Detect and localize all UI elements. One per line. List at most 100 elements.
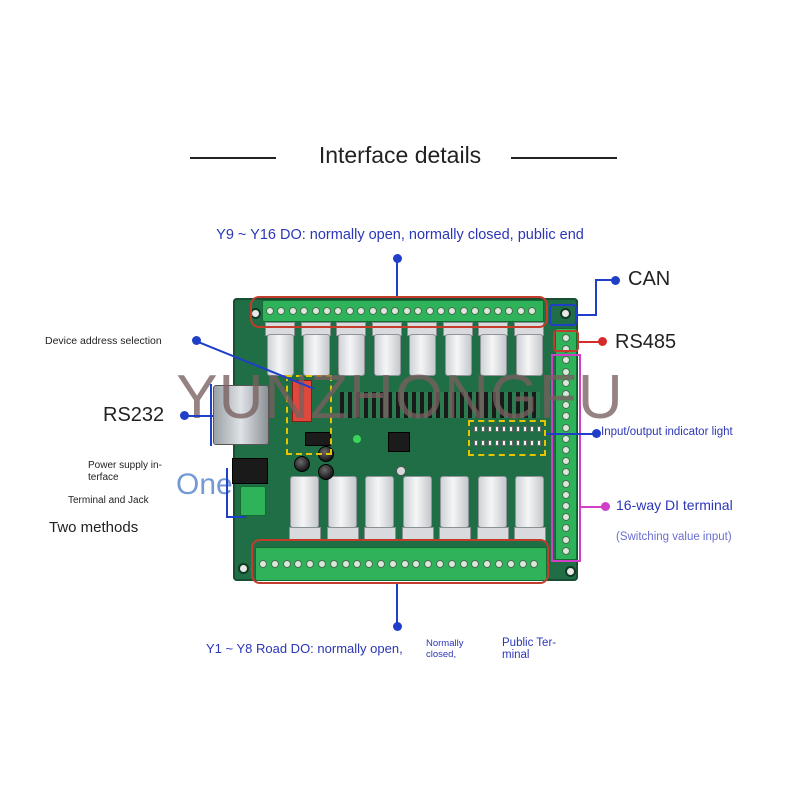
io-indicator-highlight (468, 420, 546, 456)
terminal-screw (341, 560, 350, 568)
terminal-screw (357, 307, 366, 315)
indicator-led (488, 440, 492, 446)
indicator-led (495, 440, 499, 446)
terminal-screw (334, 307, 343, 315)
terminal-screw (562, 535, 570, 544)
indicator-led (516, 440, 520, 446)
terminal-screw (562, 412, 570, 421)
terminal-screw (377, 560, 385, 568)
relay (477, 476, 507, 528)
terminal-screw (318, 560, 326, 568)
terminal-screw (516, 307, 525, 315)
relay (338, 334, 365, 376)
label-device-address: Device address selection (45, 335, 162, 347)
indicator-led (502, 440, 506, 446)
terminal-screw (365, 560, 374, 568)
indicator-led (474, 440, 478, 446)
power-terminal (240, 486, 266, 516)
terminal-screw (518, 560, 527, 568)
terminal-screw (380, 307, 388, 315)
terminal-screw (562, 513, 570, 522)
indicator-led (530, 440, 534, 446)
indicator-led (481, 426, 485, 432)
indicator-led (523, 426, 527, 432)
terminal-screw (562, 546, 570, 555)
terminal-screw (391, 307, 400, 315)
mcu-chip (388, 432, 410, 452)
can-line-h2 (595, 279, 615, 281)
terminal-screw (562, 468, 570, 477)
relay (480, 334, 507, 376)
capacitor-3 (318, 464, 334, 480)
label-y1-y8: Y1 ~ Y8 Road DO: normally open, (206, 641, 403, 656)
terminal-screw (505, 307, 514, 315)
terminal-screw (562, 502, 570, 510)
rs232-bracket (210, 384, 212, 446)
indicator-led (495, 426, 499, 432)
rs485-dot (598, 337, 607, 346)
terminal-screw (562, 378, 570, 387)
terminal-screw (259, 560, 267, 568)
relay (402, 476, 432, 528)
status-led (396, 466, 406, 476)
terminal-screw (425, 307, 434, 315)
label-y9-y16: Y9 ~ Y16 DO: normally open, normally clo… (216, 227, 584, 243)
capacitor-1 (294, 456, 310, 472)
indicator-led (509, 440, 513, 446)
terminal-screw (562, 423, 570, 432)
rs232-line (185, 415, 213, 417)
terminal-screw (402, 307, 411, 315)
terminal-screw (562, 524, 570, 533)
terminal-screw (562, 401, 570, 410)
terminal-screw (266, 307, 274, 315)
mount-hole-br (565, 566, 576, 577)
rs232-dot (180, 411, 189, 420)
power-line-h (226, 516, 246, 518)
terminal-screw (562, 490, 570, 499)
terminal-screw (530, 560, 539, 568)
relay (440, 476, 469, 528)
terminal-screw (483, 560, 492, 568)
terminal-screw (562, 434, 570, 443)
relay (290, 476, 319, 528)
di-dot (601, 502, 610, 511)
label-power-supply: Power supply in- terface (88, 460, 162, 483)
bottom-label-line (396, 584, 398, 624)
relay (327, 476, 357, 528)
power-line (226, 468, 228, 518)
terminal-screw (528, 307, 537, 315)
label-io-indicator: Input/output indicator light (601, 426, 733, 438)
terminal-screw (323, 307, 331, 315)
mount-hole-tr (560, 308, 571, 319)
indicator-led (488, 426, 492, 432)
brand-watermark: YUNZHONGFU (176, 363, 624, 432)
terminal-screw (562, 457, 570, 466)
rs232-db9-connector (213, 385, 269, 445)
terminal-screw (562, 356, 570, 365)
terminal-screw (459, 307, 468, 315)
terminal-screw (459, 560, 468, 568)
relay (409, 334, 436, 376)
watermark-secondary: One (176, 468, 233, 501)
rs485-highlight (553, 330, 579, 352)
label-switching-value: (Switching value input) (616, 531, 732, 543)
indicator-led (537, 426, 541, 432)
terminal-screw (471, 307, 480, 315)
top-do-highlight (250, 296, 548, 328)
indicator-led (516, 426, 520, 432)
io-line (546, 433, 596, 435)
terminal-screw (368, 307, 377, 315)
terminal-screw (353, 560, 362, 568)
indicator-led (509, 426, 513, 432)
can-dot (611, 276, 620, 285)
label-two-methods: Two methods (49, 519, 139, 536)
terminal-screw (311, 307, 320, 315)
right-terminal-block (555, 328, 577, 560)
indicator-led (523, 440, 527, 446)
device-address-dip (292, 380, 312, 422)
indicator-led (474, 426, 478, 432)
terminal-screw (562, 345, 570, 354)
relay (515, 476, 544, 528)
terminal-screw (437, 307, 445, 315)
terminal-screw (482, 307, 491, 315)
